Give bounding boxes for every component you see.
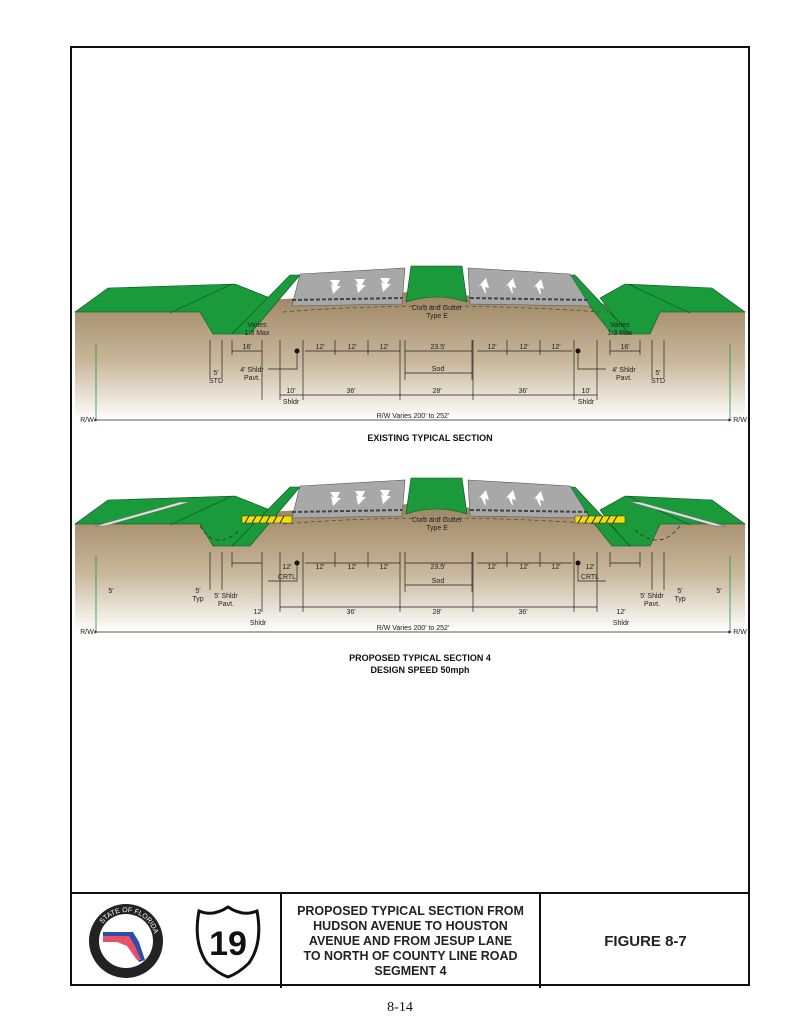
rw-varies-label: R/W Varies 200' to 252' <box>377 625 450 632</box>
std-label: STD <box>209 378 223 385</box>
dim-label: 36' <box>346 388 355 395</box>
std-label: STD <box>651 378 665 385</box>
dim-label: 36' <box>346 609 355 616</box>
shoulder-pavement-label: 5' Shldr <box>214 593 238 600</box>
description-line: TO NORTH OF COUNTY LINE ROAD <box>303 948 518 963</box>
proposed-section-title: PROPOSED TYPICAL SECTION 4 <box>349 653 491 663</box>
rw-label: R/W <box>80 629 94 636</box>
description-line: AVENUE AND FROM JESUP LANE <box>308 933 513 948</box>
varies-label: Varies <box>247 322 267 329</box>
pavement-label: Pavt. <box>644 601 660 608</box>
curb-label: Curb and Gutter <box>412 305 463 312</box>
dim-label: 12' <box>347 344 356 351</box>
shoulder-label: Shldr <box>283 399 300 406</box>
dim-label: 12' <box>551 564 560 571</box>
sod-label: Sod <box>432 366 445 373</box>
proposed-section-drawing <box>75 478 745 632</box>
dim-label: 16' <box>242 344 251 351</box>
dim-label: 12' <box>519 564 528 571</box>
existing-section-drawing <box>75 266 745 420</box>
dim-label: 36' <box>518 388 527 395</box>
dim-label: 12' <box>379 344 388 351</box>
figure-number: FIGURE 8-7 <box>604 932 687 950</box>
dim-label: 12' <box>347 564 356 571</box>
proposed-labels: Curb and Gutter Type E 12' 12' 12' 12' 2… <box>80 517 747 675</box>
crtl-label: CRTL <box>581 574 599 581</box>
slope-label: 1:3 Max <box>608 330 633 337</box>
dim-label: 12' <box>282 564 291 571</box>
dim-label: 10' <box>286 388 295 395</box>
rw-label: R/W <box>733 629 747 636</box>
dim-label: 36' <box>518 609 527 616</box>
dim-label: 5' <box>195 588 200 595</box>
dim-label: 12' <box>487 564 496 571</box>
dim-label: 28' <box>432 609 441 616</box>
dim-label: 28' <box>432 388 441 395</box>
dim-label: 5' <box>655 370 660 377</box>
existing-section-title: EXISTING TYPICAL SECTION <box>367 433 492 443</box>
dim-label: 12' <box>616 609 625 616</box>
description-line: SEGMENT 4 <box>374 963 447 978</box>
dim-label: 5' <box>108 588 113 595</box>
dim-label: 12' <box>487 344 496 351</box>
dim-label: 5' <box>213 370 218 377</box>
dim-label: 12' <box>253 609 262 616</box>
dim-label: 23.5' <box>431 344 446 351</box>
rw-label: R/W <box>733 417 747 424</box>
crtl-label: CRTL <box>278 574 296 581</box>
figure-cell: FIGURE 8-7 <box>541 894 750 988</box>
design-speed-label: DESIGN SPEED 50mph <box>370 665 469 675</box>
drawing-frame <box>70 46 750 986</box>
description-cell: PROPOSED TYPICAL SECTION FROM HUDSON AVE… <box>282 894 541 988</box>
dim-label: 23.5' <box>431 564 446 571</box>
route-number: 19 <box>209 925 247 963</box>
varies-label: Varies <box>610 322 630 329</box>
rw-varies-label: R/W Varies 200' to 252' <box>377 413 450 420</box>
dim-label: 12' <box>379 564 388 571</box>
shoulder-pavement-label: 5' Shldr <box>640 593 664 600</box>
curb-type-label: Type E <box>426 313 448 320</box>
dim-label: 12' <box>315 564 324 571</box>
typ-label: Typ <box>674 596 685 603</box>
dim-label: 12' <box>551 344 560 351</box>
shoulder-label: Shldr <box>578 399 595 406</box>
dim-label: 12' <box>315 344 324 351</box>
sod-label: Sod <box>432 578 445 585</box>
typ-label: Typ <box>192 596 203 603</box>
curb-label: Curb and Gutter <box>412 517 463 524</box>
pavement-label: Pavt. <box>244 375 260 382</box>
slope-label: 1:3 Max <box>245 330 270 337</box>
title-block: STATE OF FLORIDA 19 PROPOSED TYPICAL SEC… <box>70 892 750 988</box>
dim-label: 5' <box>716 588 721 595</box>
shoulder-label: Shldr <box>250 620 267 627</box>
page-number: 8-14 <box>387 1000 413 1015</box>
existing-labels: Curb and Gutter Type E Varies 1:3 Max Va… <box>80 305 747 443</box>
dim-label: 12' <box>585 564 594 571</box>
dim-label: 12' <box>519 344 528 351</box>
fdot-seal-logo: STATE OF FLORIDA <box>89 904 163 978</box>
dim-label: 10' <box>581 388 590 395</box>
curb-type-label: Type E <box>426 525 448 532</box>
hatched-lane-left <box>241 515 293 524</box>
dim-label: 5' <box>677 588 682 595</box>
description-line: HUDSON AVENUE TO HOUSTON <box>313 918 508 933</box>
hatched-lane-right <box>574 515 626 524</box>
pavement-label: Pavt. <box>218 601 234 608</box>
us-19-route-shield: 19 <box>195 905 261 979</box>
dim-label: 16' <box>620 344 629 351</box>
logo-cell: STATE OF FLORIDA 19 <box>70 894 282 988</box>
rw-label: R/W <box>80 417 94 424</box>
shoulder-pavement-label: 4' Shldr <box>612 367 636 374</box>
shoulder-pavement-label: 4' Shldr <box>240 367 264 374</box>
description-line: PROPOSED TYPICAL SECTION FROM <box>297 903 524 918</box>
shoulder-label: Shldr <box>613 620 630 627</box>
pavement-label: Pavt. <box>616 375 632 382</box>
